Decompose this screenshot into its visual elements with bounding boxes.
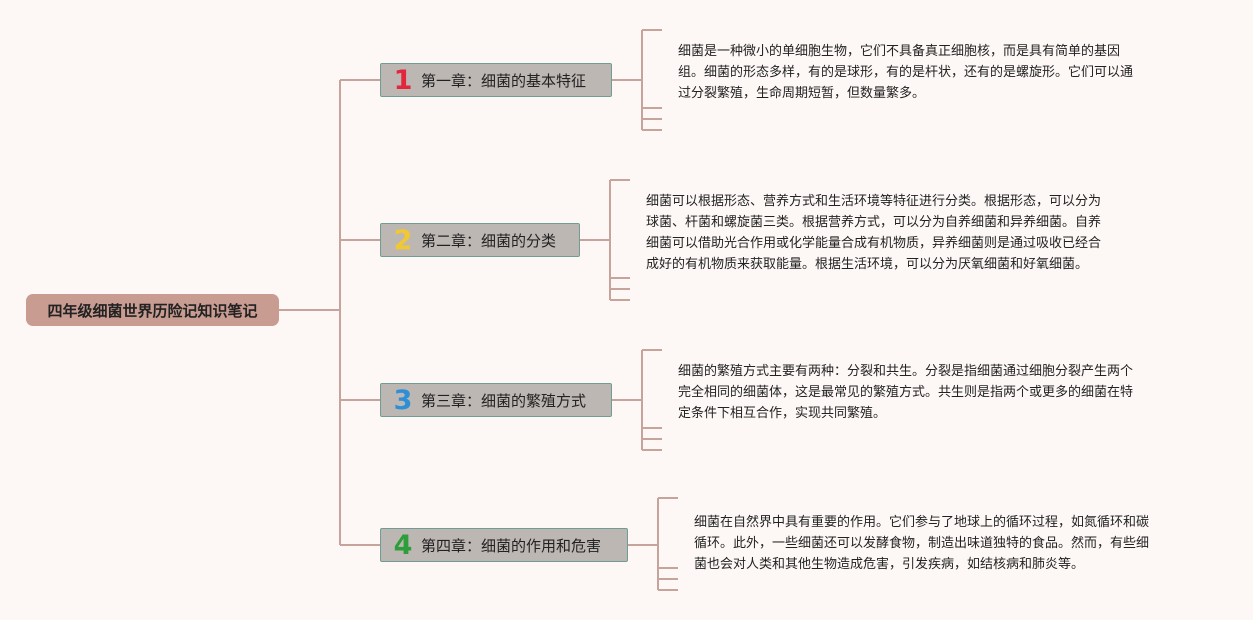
chapter-node-4[interactable]: 4 第四章：细菌的作用和危害 <box>380 528 628 562</box>
chapter-node-1[interactable]: 1 第一章：细菌的基本特征 <box>380 63 612 97</box>
chapter-note-3: 细菌的繁殖方式主要有两种：分裂和共生。分裂是指细菌通过细胞分裂产生两个 完全相同… <box>678 364 1134 421</box>
chapter-note-4: 细菌在自然界中具有重要的作用。它们参与了地球上的循环过程，如氮循环和碳 循环。此… <box>694 515 1150 572</box>
chapter-title-2: 第二章：细菌的分类 <box>421 231 557 250</box>
chapter-title-1: 第一章：细菌的基本特征 <box>421 71 587 90</box>
chapter-number-3: 3 <box>393 384 413 416</box>
chapter-number-1: 1 <box>393 64 413 96</box>
chapter-node-2[interactable]: 2 第二章：细菌的分类 <box>380 223 580 257</box>
chapter-number-4: 4 <box>393 529 413 561</box>
chapter-note-2: 细菌可以根据形态、营养方式和生活环境等特征进行分类。根据形态，可以分为 球菌、杆… <box>646 194 1102 272</box>
root-title: 四年级细菌世界历险记知识笔记 <box>47 301 258 320</box>
chapter-note-1: 细菌是一种微小的单细胞生物，它们不具备真正细胞核，而是具有简单的基因 组。细菌的… <box>678 44 1134 101</box>
chapter-number-2: 2 <box>393 224 413 256</box>
chapter-node-3[interactable]: 3 第三章：细菌的繁殖方式 <box>380 383 612 417</box>
chapter-title-3: 第三章：细菌的繁殖方式 <box>421 391 587 410</box>
chapter-title-4: 第四章：细菌的作用和危害 <box>421 536 602 555</box>
root-node[interactable]: 四年级细菌世界历险记知识笔记 <box>26 294 279 326</box>
